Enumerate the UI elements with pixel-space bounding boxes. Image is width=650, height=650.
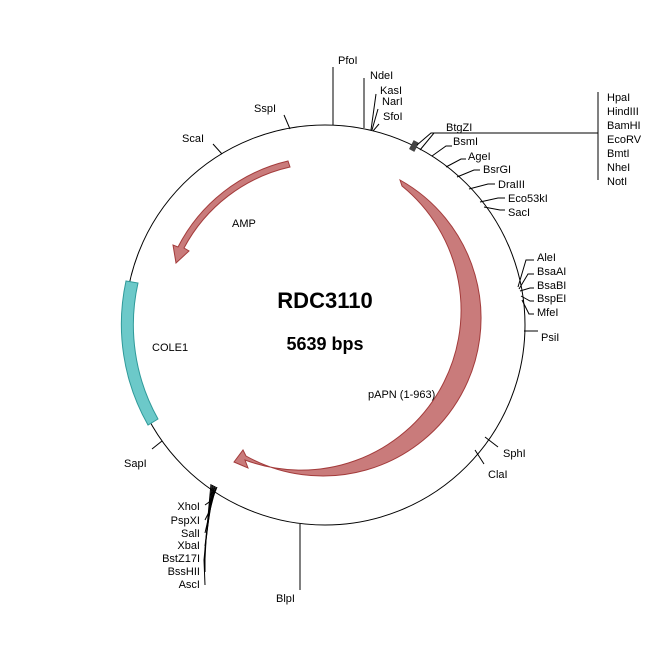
psii-site-label: PsiI [541,332,559,344]
bsshii-site-label: BssHII [168,566,200,578]
clai-site-label: ClaI [488,469,508,481]
btgzi-leader [419,132,444,151]
nari-leader [371,108,379,131]
plasmid-size: 5639 bps [286,334,363,354]
bspei-site-label: BspEI [537,293,566,305]
nhei-site-label: NheI [607,162,630,174]
papn-feature-label: pAPN (1-963) [368,389,435,401]
amp-feature-arrow [172,160,291,264]
sapi-leader [151,440,163,450]
clai-leader [474,449,485,465]
bsmi-site-label: BsmI [453,136,478,148]
saci-leader [483,206,505,211]
alei-site-label: AleI [537,252,556,264]
bsaai-leader [518,273,534,290]
agei-leader [445,158,466,168]
bsrgi-leader [456,169,480,178]
sspi-site-label: SspI [254,103,276,115]
sali-site-label: SalI [181,528,200,540]
nari-site-label: NarI [382,96,403,108]
bspei-leader [520,295,534,302]
sapi-site-label: SapI [124,458,147,470]
bsaai-site-label: BsaAI [537,266,566,278]
scai-site-label: ScaI [182,133,204,145]
sfoi-site-label: SfoI [383,111,403,123]
bmti-site-label: BmtI [607,148,630,160]
sphi-site-label: SphI [503,448,526,460]
bsmi-leader [431,145,452,157]
eco53ki-site-label: Eco53kI [508,193,548,205]
eco53ki-leader [479,197,505,203]
pfoi-site-label: PfoI [338,55,358,67]
cole1-feature-label: COLE1 [152,342,188,354]
mfei-site-label: MfeI [537,307,558,319]
plasmid-name: RDC3110 [277,288,372,313]
kasi-site-label: KasI [380,85,402,97]
pspxi-site-label: PspXI [171,515,200,527]
hpai-site-label: HpaI [607,92,630,104]
xhoi-site-label: XhoI [177,501,200,513]
cole1-feature-block [120,280,159,426]
draiii-site-label: DraIII [498,179,525,191]
xbai-site-label: XbaI [177,540,200,552]
sphi-leader [484,436,499,448]
bsrgi-site-label: BsrGI [483,164,511,176]
agei-site-label: AgeI [468,151,491,163]
saci-site-label: SacI [508,207,530,219]
cloning-site-marker [409,140,419,152]
hindiii-site-label: HindIII [607,106,639,118]
scai-leader [212,143,223,155]
sfoi-leader [372,123,380,132]
asci-leader [203,483,212,586]
papn-feature-arrow [233,178,482,477]
blpi-site-label: BlpI [276,593,295,605]
kasi-leader [370,93,377,131]
bstz17i-site-label: BstZ17I [162,553,200,565]
amp-feature-label: AMP [232,218,256,230]
ecorv-site-label: EcoRV [607,134,642,146]
alei-leader [517,259,534,288]
mcs-leader [416,132,598,146]
asci-site-label: AscI [179,579,200,591]
ndei-site-label: NdeI [370,70,393,82]
draiii-leader [468,183,495,190]
bsabi-leader [519,287,534,292]
bamhi-site-label: BamHI [607,120,641,132]
btgzi-site-label: BtgZI [446,122,472,134]
mfei-leader [521,299,534,315]
bsabi-site-label: BsaBI [537,280,566,292]
bstz17i-leader [204,484,214,560]
noti-site-label: NotI [607,176,627,188]
sspi-leader [283,114,291,130]
